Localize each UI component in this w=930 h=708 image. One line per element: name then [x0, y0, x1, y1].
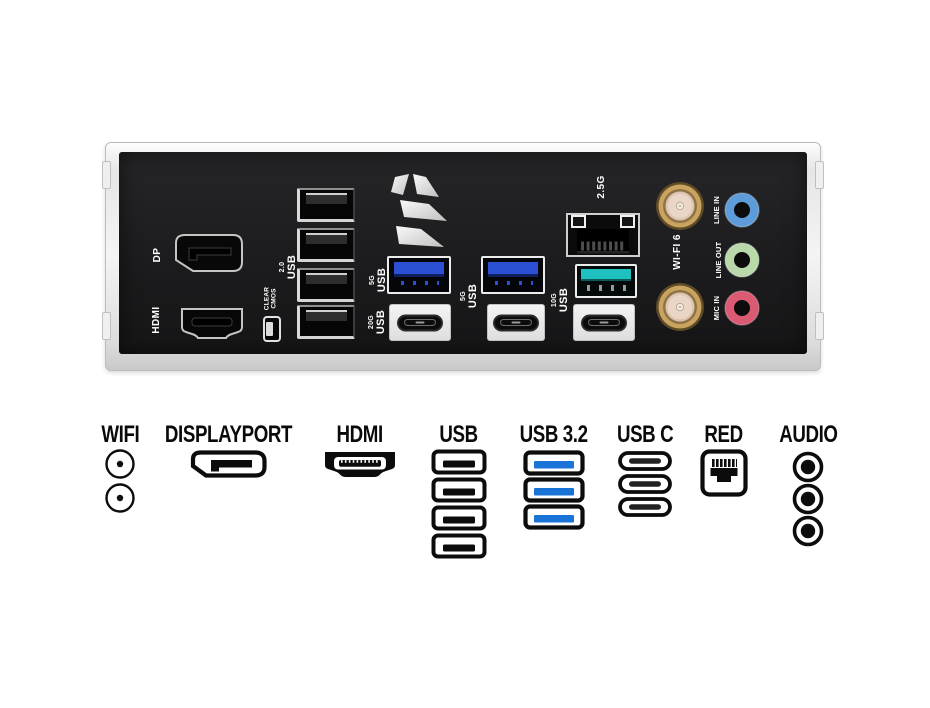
usb2-port — [297, 268, 355, 302]
legend-audio: AUDIO — [777, 422, 839, 547]
usb-5g-port — [387, 256, 451, 294]
legend-displayport-label: DISPLAYPORT — [164, 421, 292, 448]
legend-hdmi-label: HDMI — [336, 421, 384, 448]
usb-10g-port — [575, 264, 637, 298]
io-shield-bracket: DP HDMI CLEAR CMOS 2.0 USB — [102, 142, 824, 371]
hdmi-label: HDMI — [151, 306, 162, 334]
legend-red-label: RED — [704, 421, 744, 448]
wifi-jack-icon — [105, 449, 135, 479]
hdmi-icon — [325, 452, 395, 477]
legend-audio-label: AUDIO — [778, 421, 838, 448]
usb2-label: 2.0 USB — [278, 254, 298, 280]
line-out-jack — [724, 242, 760, 278]
bracket-tab — [815, 161, 824, 189]
ethernet-port — [566, 213, 640, 257]
usb-c-port — [573, 304, 635, 341]
usb-c-icon — [618, 497, 672, 517]
audio-jack-icon — [792, 451, 824, 483]
tuf-logo — [391, 174, 447, 247]
usb-c-icon — [618, 451, 672, 471]
usb-32-icon — [523, 477, 585, 503]
usb-c-connector — [493, 314, 539, 331]
legend-usbc-label: USB C — [616, 421, 674, 448]
legend-usb32: USB 3.2 — [519, 422, 589, 530]
audio-jack-icon — [792, 515, 824, 547]
clear-cmos-button — [263, 316, 281, 342]
usb-10g-label: 10G USB — [550, 287, 570, 313]
wifi-label: WI-FI 6 — [672, 234, 683, 270]
usb-c-port — [487, 304, 545, 341]
wifi-jack-icon — [105, 483, 135, 513]
legend-wifi-label: WIFI — [101, 421, 139, 448]
bracket-tab — [102, 312, 111, 340]
wifi-antenna-connector — [656, 182, 704, 230]
dp-label: DP — [152, 247, 163, 263]
ethernet-icon — [700, 449, 748, 497]
legend-usbc: USB C — [613, 422, 677, 517]
bracket-tab — [102, 161, 111, 189]
line-in-label: LINE IN — [712, 195, 722, 225]
legend-usb32-label: USB 3.2 — [519, 421, 589, 448]
legend-usb: USB — [429, 422, 489, 559]
lan-speed-label: 2.5G — [596, 175, 607, 199]
usb-32-icon — [523, 450, 585, 476]
usb-5g-label: 5G USB — [459, 283, 479, 309]
usb-a-icon — [431, 505, 487, 531]
usb-c-connector — [581, 314, 627, 331]
usb-5g-label: 5G USB — [368, 267, 388, 293]
bracket-tab — [815, 312, 824, 340]
legend-usb-label: USB — [439, 421, 479, 448]
usb-a-icon — [431, 533, 487, 559]
legend-wifi: WIFI — [92, 422, 148, 514]
line-in-jack — [724, 192, 760, 228]
audio-jack-icon — [792, 483, 824, 515]
usb-a-icon — [431, 477, 487, 503]
io-panel-face: DP HDMI CLEAR CMOS 2.0 USB — [119, 152, 807, 354]
usb-5g-port — [481, 256, 545, 294]
mic-in-jack — [724, 290, 760, 326]
wifi-antenna-connector — [656, 283, 704, 331]
usb-32-icon — [523, 504, 585, 530]
usb2-port — [297, 188, 355, 222]
usb-c-icon — [618, 474, 672, 494]
displayport-icon — [190, 450, 267, 478]
usb-c-connector — [397, 314, 443, 331]
displayport-port — [175, 234, 243, 272]
usb-a-icon — [431, 449, 487, 475]
legend-red: RED — [697, 422, 751, 497]
usb-20g-label: 20G USB — [367, 309, 387, 335]
usb2-port — [297, 305, 355, 339]
legend-hdmi: HDMI — [318, 422, 402, 478]
hdmi-port — [181, 308, 243, 339]
mic-in-label: MIC IN — [712, 295, 722, 321]
clear-cmos-label: CLEAR CMOS — [263, 286, 278, 311]
usb-c-20g-port — [389, 304, 451, 341]
legend-displayport: DISPLAYPORT — [164, 421, 292, 478]
usb2-port — [297, 228, 355, 262]
